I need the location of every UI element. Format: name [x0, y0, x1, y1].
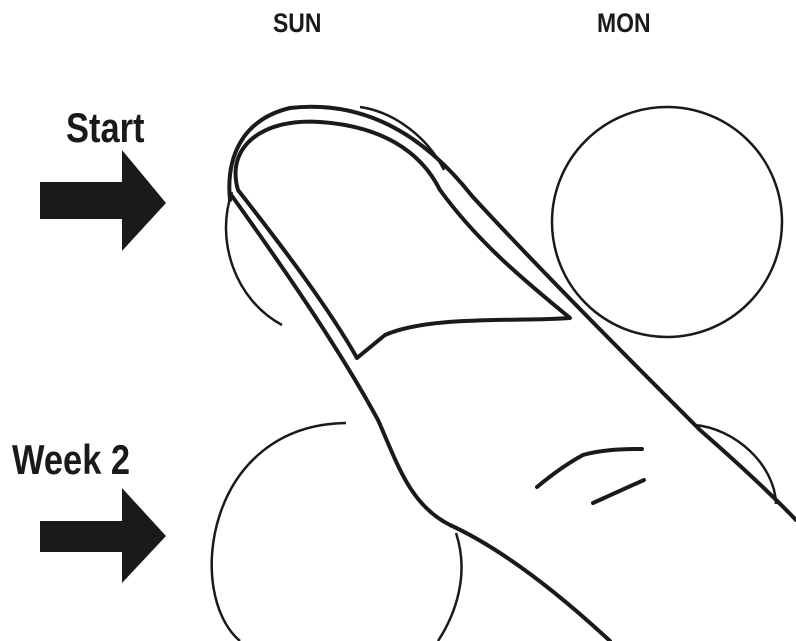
button-mon-start: [552, 107, 782, 337]
finger-lower-edge: [232, 196, 610, 641]
knuckle-crease-lower: [593, 480, 644, 503]
knuckle-crease-upper: [537, 449, 642, 487]
start-arrow-icon: [40, 150, 166, 251]
week2-arrow-icon: [40, 488, 166, 583]
fingernail-icon: [236, 122, 570, 358]
button-sun-week2-right: [438, 533, 462, 641]
button-sun-week2-left: [212, 423, 346, 641]
